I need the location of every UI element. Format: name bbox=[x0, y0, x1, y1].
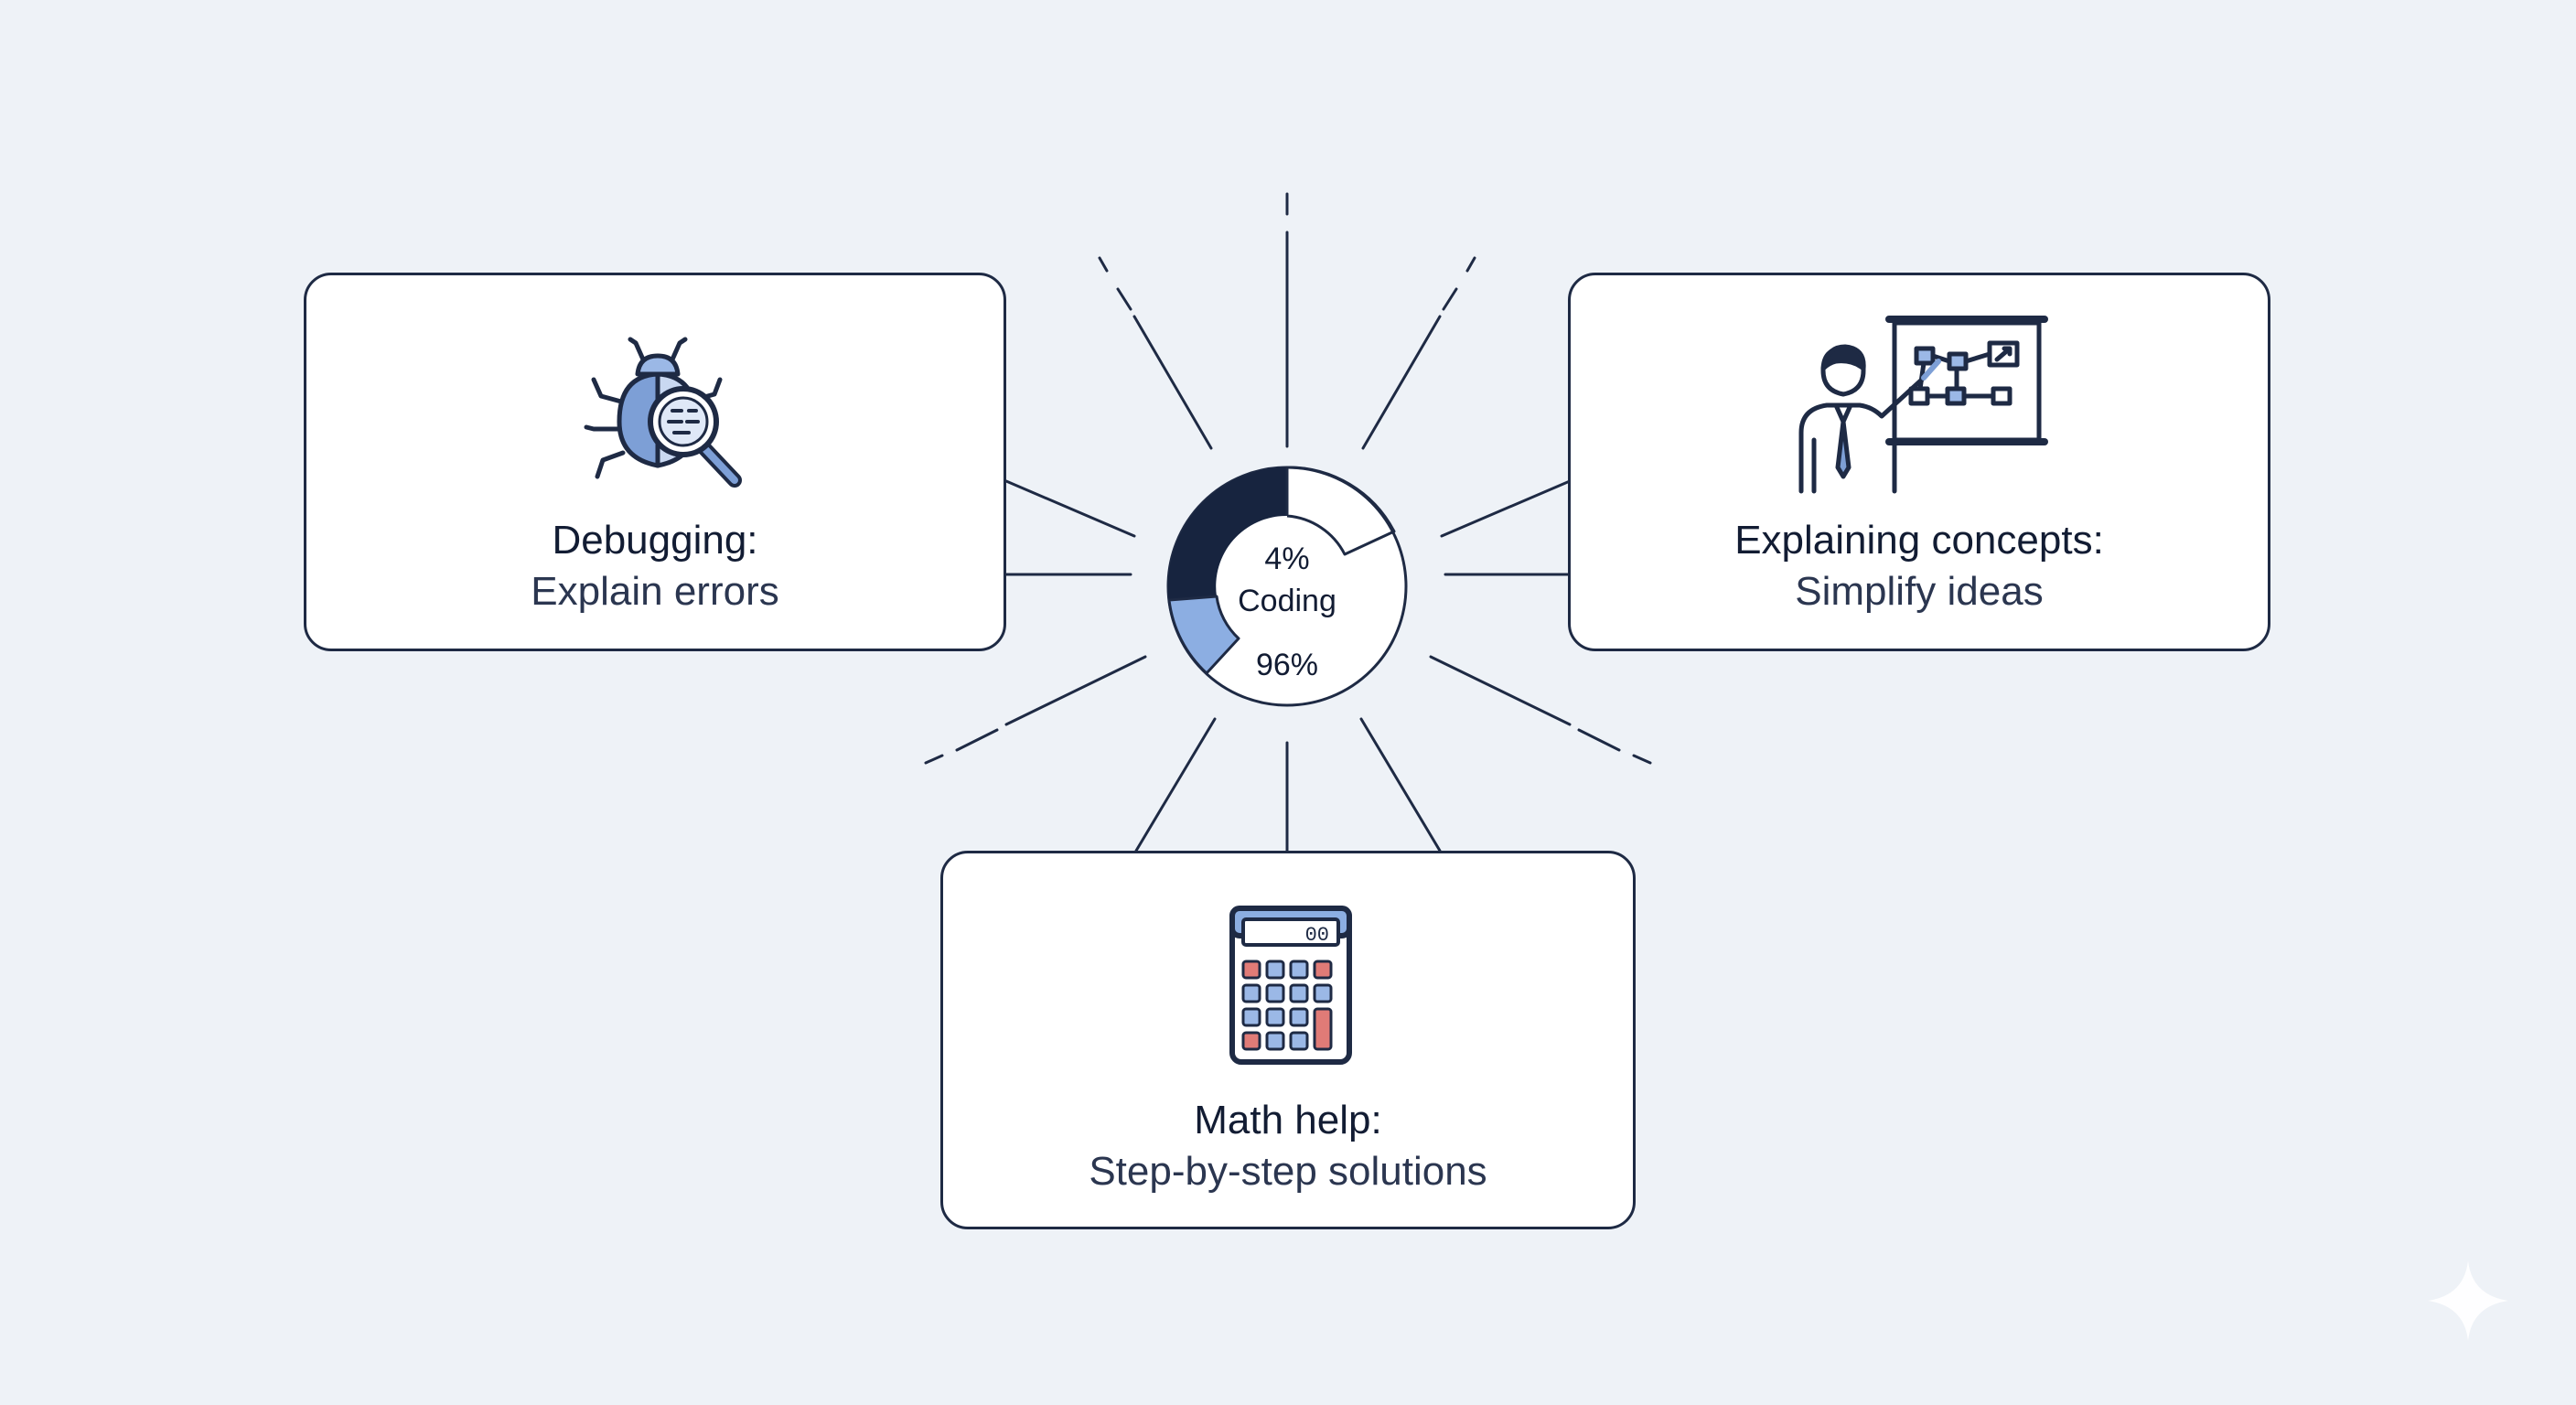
ray-bottom-left bbox=[1134, 717, 1217, 853]
calculator-key bbox=[1289, 1031, 1309, 1051]
presenter-whiteboard-icon bbox=[1798, 316, 2048, 494]
explaining-concepts-card: Explaining concepts: Simplify ideas bbox=[1568, 273, 2270, 651]
calculator-key bbox=[1313, 983, 1333, 1003]
ray-lower-right-dash bbox=[1632, 754, 1652, 765]
donut-top-label: 4% bbox=[1264, 542, 1309, 576]
calculator-key bbox=[1265, 960, 1285, 980]
ray-lower-right bbox=[1429, 655, 1572, 726]
calculator-key bbox=[1289, 960, 1309, 980]
donut-center-label: Coding bbox=[1238, 584, 1336, 618]
calculator-key bbox=[1313, 960, 1333, 980]
explaining-concepts-subtitle: Simplify ideas bbox=[1795, 569, 2044, 614]
ray-left-upper bbox=[1004, 479, 1136, 538]
ray-upper-right-dash bbox=[1442, 287, 1458, 311]
donut-white-segment-outline bbox=[1285, 466, 1396, 556]
ray-right-upper bbox=[1440, 479, 1572, 538]
calculator-key bbox=[1241, 1031, 1261, 1051]
debugging-subtitle: Explain errors bbox=[531, 569, 779, 614]
calculator-display: 00 bbox=[1305, 924, 1329, 947]
calculator-key bbox=[1241, 983, 1261, 1003]
calculator-key bbox=[1241, 960, 1261, 980]
sparkle-icon bbox=[2428, 1260, 2508, 1341]
calculator-key bbox=[1265, 983, 1285, 1003]
calculator-key bbox=[1265, 1007, 1285, 1027]
ray-lower-left-dash bbox=[924, 754, 944, 765]
donut-light-segment bbox=[1167, 595, 1240, 675]
bug-magnifier-icon bbox=[584, 337, 742, 488]
explaining-concepts-title: Explaining concepts: bbox=[1734, 518, 2104, 563]
calculator-key bbox=[1313, 1007, 1333, 1051]
ray-upper-right bbox=[1361, 315, 1442, 450]
ray-lower-right-dash bbox=[1577, 728, 1621, 752]
donut-dark-segment bbox=[1168, 467, 1287, 600]
calculator-key bbox=[1241, 1007, 1261, 1027]
math-help-title: Math help: bbox=[1194, 1098, 1382, 1142]
debugging-card: Debugging: Explain errors bbox=[304, 273, 1006, 651]
coding-donut-chart: 4% Coding 96% bbox=[1166, 466, 1408, 707]
calculator-icon: 00 bbox=[1229, 906, 1352, 1065]
calculator-key bbox=[1289, 1007, 1309, 1027]
math-help-card: 00 Math help: Step-by-step solutions bbox=[940, 851, 1636, 1229]
ray-lower-left-dash bbox=[955, 728, 999, 752]
ray-bottom-right bbox=[1359, 717, 1442, 853]
ray-lower-left bbox=[1004, 655, 1147, 726]
debugging-title: Debugging: bbox=[552, 518, 758, 563]
calculator-key bbox=[1289, 983, 1309, 1003]
donut-bottom-label: 96% bbox=[1256, 648, 1318, 682]
ray-upper-left bbox=[1132, 315, 1213, 450]
math-help-subtitle: Step-by-step solutions bbox=[1089, 1149, 1487, 1194]
ray-upper-left-dash bbox=[1116, 287, 1132, 311]
ray-upper-left-dash bbox=[1098, 256, 1109, 273]
ray-upper-right-dash bbox=[1465, 256, 1476, 273]
calculator-key bbox=[1265, 1031, 1285, 1051]
